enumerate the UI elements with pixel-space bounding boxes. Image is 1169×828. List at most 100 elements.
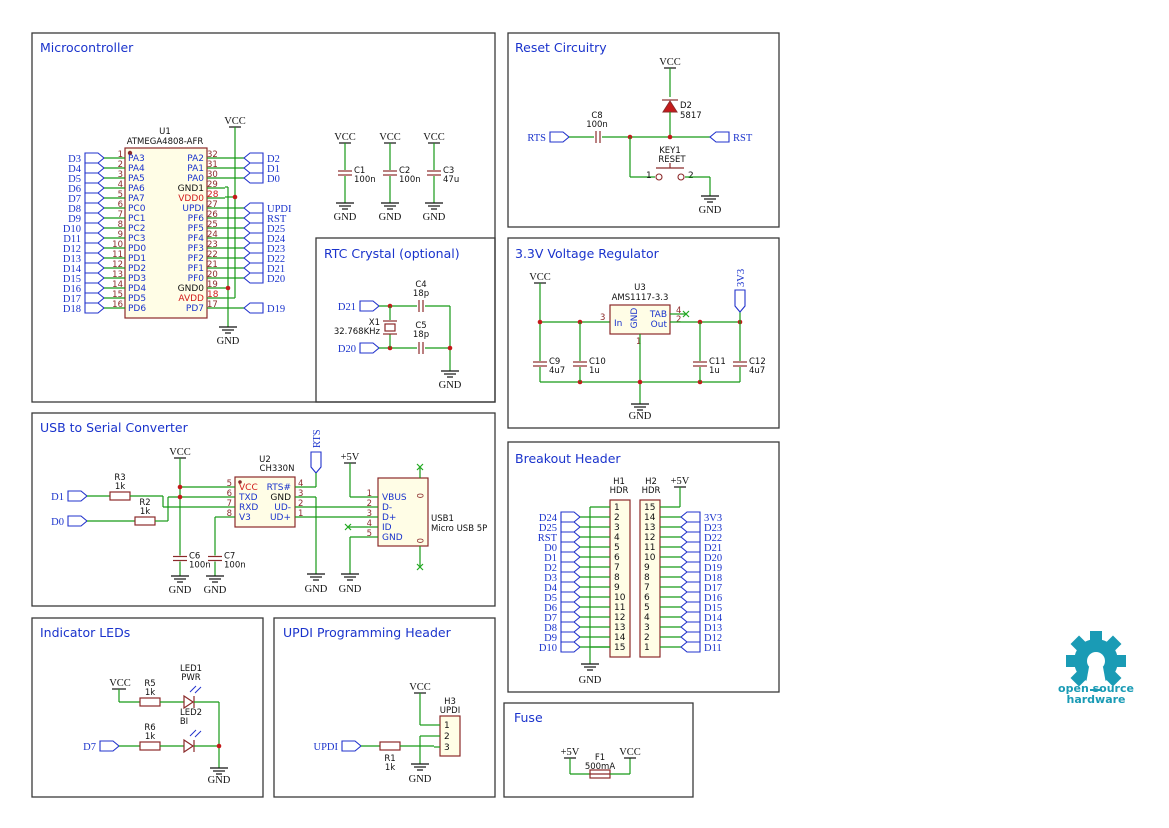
x1-crystal[interactable] xyxy=(384,323,396,332)
mcu-d25-text: D25 xyxy=(267,224,285,235)
reg-vcc-label: VCC xyxy=(529,272,551,283)
u2-pinname-ud: UD+ xyxy=(270,513,291,523)
usb1-pinnum-5: 5 xyxy=(367,529,372,539)
usb1-shield-top: 0 xyxy=(414,493,424,498)
usb1-pinname-gnd: GND xyxy=(382,533,403,543)
led1-diode[interactable] xyxy=(183,694,195,710)
frame-usb xyxy=(31,412,496,607)
gnd-label: GND xyxy=(334,212,357,223)
key1-pin2: 2 xyxy=(688,171,694,181)
r3-resistor[interactable] xyxy=(109,491,131,501)
led2-diode[interactable] xyxy=(183,738,195,754)
u3-pin-gnd: GND xyxy=(630,308,640,329)
h1-pinnum-4: 4 xyxy=(614,533,620,543)
u2-pinnum-2: 2 xyxy=(298,499,303,509)
c1-capacitor-ref: C1 xyxy=(354,166,365,176)
d2-ref: D2 xyxy=(680,101,692,111)
usb-gnd-label-u2: GND xyxy=(305,584,328,595)
mcu-d14-glabel xyxy=(84,262,105,274)
rtc-d20-text: D20 xyxy=(338,344,356,355)
usb1-pinnum-1: 1 xyxy=(367,489,372,499)
mcu-d6-glabel xyxy=(84,182,105,194)
mcu-d2-text: D2 xyxy=(267,154,280,165)
usb-d1-glabel xyxy=(67,490,88,502)
h2-3v3-text: 3V3 xyxy=(704,513,722,524)
fuse-section: +5V F1 500mA VCC xyxy=(561,747,641,779)
h1-d2-text: D2 xyxy=(544,563,557,574)
h1-d4-text: D4 xyxy=(544,583,558,594)
breakout-section: H1 HDR H2 HDR 12345678910111213141515141… xyxy=(538,476,723,686)
led2-value: BI xyxy=(180,717,188,727)
usb-gnd-label-conn: GND xyxy=(339,584,362,595)
h1-pinnum-15: 15 xyxy=(614,643,625,653)
f1-ref: F1 xyxy=(595,753,605,763)
u2-pinname-rxd: RXD xyxy=(239,503,258,513)
r5-resistor[interactable] xyxy=(139,697,161,707)
mcu-pinnum-1: 1 xyxy=(118,150,123,160)
mcu-d22-glabel xyxy=(243,252,264,264)
c11-capacitor-value: 1u xyxy=(709,366,720,376)
oshw-line1: open source xyxy=(1058,682,1134,695)
u1-body[interactable] xyxy=(124,147,208,319)
d2-diode[interactable] xyxy=(662,100,678,113)
gnd-label: GND xyxy=(379,212,402,223)
leds-d7-text: D7 xyxy=(83,742,96,753)
h2-d11-glabel xyxy=(680,641,701,653)
cap-vcc-label: VCC xyxy=(423,132,445,143)
mcu-d24-text: D24 xyxy=(267,234,286,245)
r6-resistor[interactable] xyxy=(139,741,161,751)
c9-capacitor-ref: C9 xyxy=(549,357,560,367)
h2-d13-text: D13 xyxy=(704,623,722,634)
frame-microcontroller xyxy=(31,32,496,403)
h1-pinnum-14: 14 xyxy=(614,633,626,643)
h2-pinnum-6: 6 xyxy=(644,593,650,603)
reg-3v3-text: 3V3 xyxy=(736,269,747,287)
gnd-label: GND xyxy=(204,585,227,596)
rtc-d20-glabel xyxy=(359,342,380,354)
c4-value: 18p xyxy=(413,289,429,299)
h2-pinnum-15: 15 xyxy=(644,503,655,513)
c5-ref: C5 xyxy=(415,321,426,331)
r5-ref: R5 xyxy=(144,679,155,689)
r2-resistor[interactable] xyxy=(134,516,156,526)
mcu-d5-glabel xyxy=(84,172,105,184)
h2-d22-glabel xyxy=(680,531,701,543)
mcu-d6-text: D6 xyxy=(68,184,81,195)
h1-d24-text: D24 xyxy=(539,513,558,524)
u2-pinnum-3: 3 xyxy=(298,489,303,499)
mcu-pinnum-27: 27 xyxy=(207,200,218,210)
h2-d14-text: D14 xyxy=(704,613,723,624)
u2-body[interactable] xyxy=(234,476,296,528)
mcu-pinname-pd2: PD2 xyxy=(128,264,146,274)
mcu-pinname-pd6: PD6 xyxy=(128,304,146,314)
h2-header[interactable] xyxy=(639,499,661,658)
u2-pinname-vcc: VCC xyxy=(239,483,258,493)
h1-d1-glabel xyxy=(560,551,581,563)
frame-leds xyxy=(31,617,264,798)
usb1-connector[interactable] xyxy=(377,477,429,547)
h1-d25-text: D25 xyxy=(539,523,557,534)
key1-pin1: 1 xyxy=(646,171,652,181)
h1-header[interactable] xyxy=(609,499,631,658)
mcu-pinnum-10: 10 xyxy=(112,240,123,250)
mcu-pinname-gnd1: GND1 xyxy=(178,184,204,194)
mcu-d18-text: D18 xyxy=(63,304,81,315)
r1-resistor[interactable] xyxy=(379,741,401,751)
u3-ref: U3 xyxy=(634,283,646,293)
key1-value: RESET xyxy=(658,155,686,165)
usb1-pinnum-2: 2 xyxy=(367,499,372,509)
usb1-pinname-vbus: VBUS xyxy=(382,493,407,503)
u1-value: ATMEGA4808-AFR xyxy=(127,137,204,147)
fuse-5v-label: +5V xyxy=(561,747,580,758)
u3-num-tab: 4 xyxy=(676,306,681,316)
h2-pinnum-14: 14 xyxy=(644,513,656,523)
h3-header[interactable] xyxy=(439,715,461,757)
h1-d8-text: D8 xyxy=(544,623,557,634)
oshw-line2: hardware xyxy=(1066,693,1125,706)
reset-rst-text: RST xyxy=(733,133,753,144)
h2-d15-text: D15 xyxy=(704,603,722,614)
c6-capacitor-value: 100n xyxy=(189,561,211,571)
